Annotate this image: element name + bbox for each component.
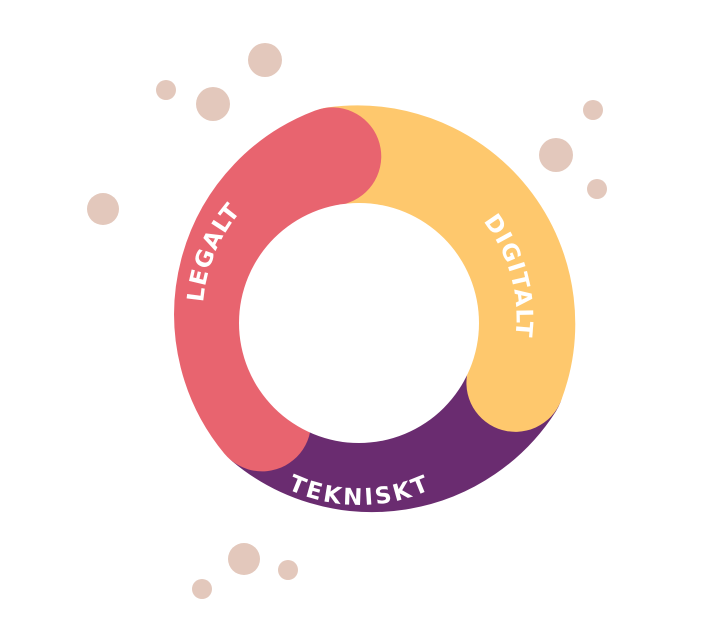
decor-dot [539, 138, 573, 172]
decor-dot [587, 179, 607, 199]
decorative-dots [87, 43, 607, 599]
segment-digital [285, 105, 576, 432]
decor-dot [87, 193, 119, 225]
decor-dot [228, 543, 260, 575]
decor-dot [248, 43, 282, 77]
segment-legal [174, 107, 382, 472]
decor-dot [156, 80, 176, 100]
decor-dot [278, 560, 298, 580]
ring-center [239, 203, 479, 443]
decor-dot [192, 579, 212, 599]
decor-dot [196, 87, 230, 121]
decor-dot [583, 100, 603, 120]
ring [174, 105, 576, 513]
